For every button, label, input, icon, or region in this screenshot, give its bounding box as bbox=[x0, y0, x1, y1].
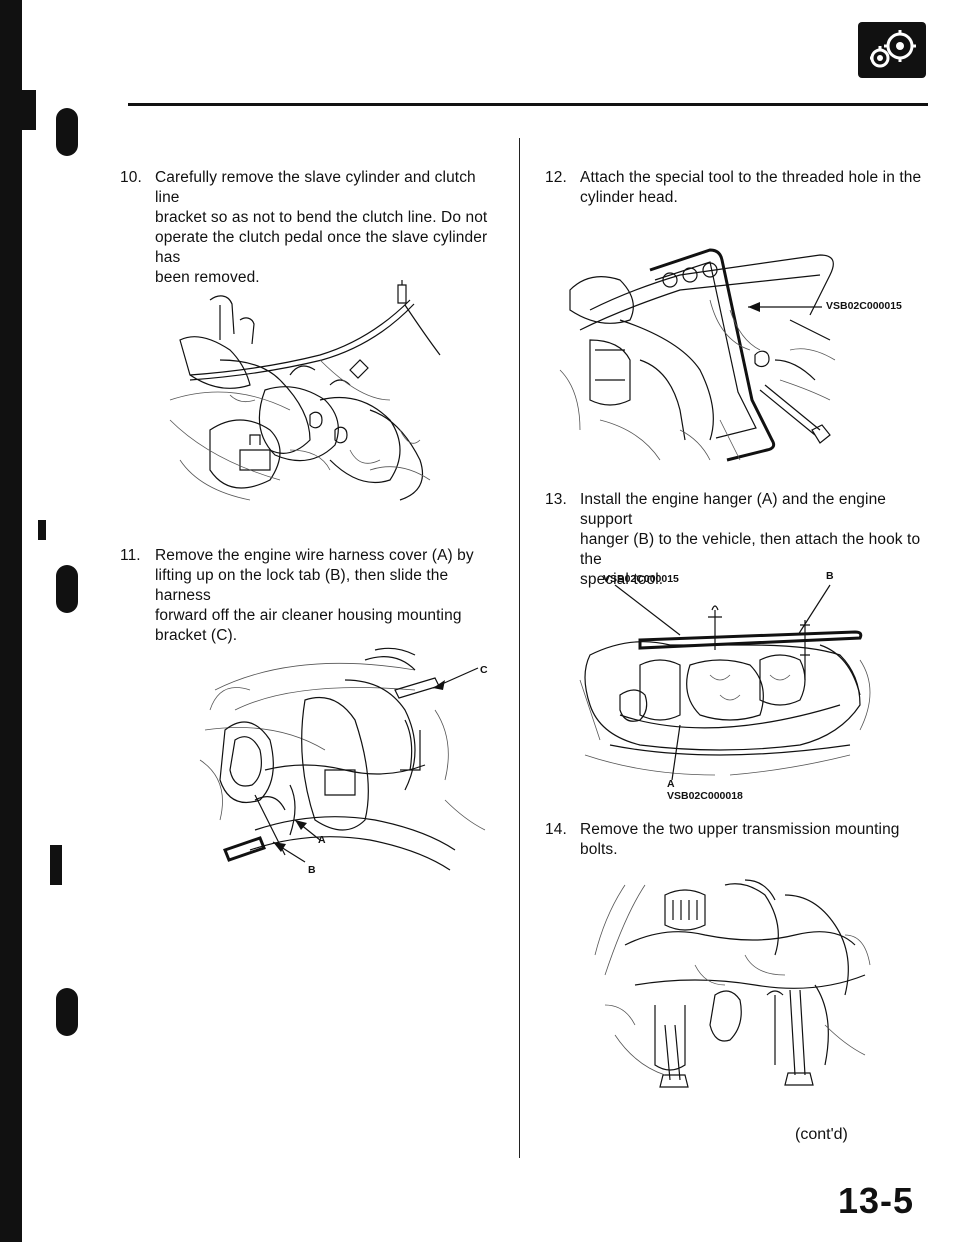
section-tab bbox=[50, 845, 62, 885]
header-rule bbox=[128, 103, 928, 106]
special-tool-attach-illustration bbox=[559, 248, 836, 462]
step-text-line: operate the clutch pedal once the slave … bbox=[155, 229, 488, 266]
gear-section-icon bbox=[858, 22, 926, 78]
section-tab bbox=[38, 520, 46, 540]
step-number: 10. bbox=[120, 169, 142, 186]
step-text-line: Install the engine hanger (A) and the en… bbox=[580, 491, 887, 528]
step-10: 10. Carefully remove the slave cylinder … bbox=[120, 168, 500, 286]
slave-cylinder-illustration bbox=[169, 280, 441, 501]
step-14: 14. Remove the two upper transmission mo… bbox=[545, 820, 925, 862]
step-text-line: Carefully remove the slave cylinder and … bbox=[155, 169, 476, 206]
registration-mark bbox=[56, 108, 78, 156]
harness-cover-illustration bbox=[199, 647, 486, 871]
step-text-line: bracket so as not to bend the clutch lin… bbox=[155, 209, 488, 226]
registration-mark bbox=[56, 988, 78, 1036]
step-text-line: bracket (C). bbox=[155, 627, 238, 644]
step-text-line: bolts. bbox=[580, 841, 618, 858]
binding-edge bbox=[0, 0, 22, 1242]
callout-label: B bbox=[308, 864, 316, 876]
step-12: 12. Attach the special tool to the threa… bbox=[545, 168, 925, 210]
step-text-line: special tool. bbox=[580, 571, 664, 588]
tool-code-label: VSB02C000018 bbox=[667, 790, 743, 802]
step-number: 14. bbox=[545, 821, 567, 838]
step-text-line: been removed. bbox=[155, 269, 260, 286]
callout-label: C bbox=[480, 664, 488, 676]
step-11: 11. Remove the engine wire harness cover… bbox=[120, 546, 505, 644]
step-text-line: lifting up on the lock tab (B), then sli… bbox=[155, 567, 449, 604]
step-number: 13. bbox=[545, 491, 567, 508]
tool-code-label: VSB02C000015 bbox=[826, 300, 902, 312]
callout-label: A bbox=[667, 778, 675, 790]
continued-note: (cont'd) bbox=[795, 1126, 848, 1143]
callout-label: A bbox=[318, 834, 326, 846]
engine-hanger-illustration bbox=[579, 584, 871, 781]
step-number: 11. bbox=[120, 547, 141, 564]
section-tab bbox=[22, 90, 36, 130]
column-divider bbox=[519, 138, 520, 1158]
transmission-bolts-illustration bbox=[594, 879, 871, 1088]
registration-mark bbox=[56, 565, 78, 613]
step-text-line: Remove the engine wire harness cover (A)… bbox=[155, 547, 474, 564]
step-text-line: Attach the special tool to the threaded … bbox=[580, 169, 922, 186]
step-text-line: Remove the two upper transmission mounti… bbox=[580, 821, 900, 838]
tool-code-label: VSB02C000015 bbox=[603, 573, 679, 585]
page-number: 13-5 bbox=[838, 1180, 915, 1221]
step-13: 13. Install the engine hanger (A) and th… bbox=[545, 490, 930, 588]
step-text-line: forward off the air cleaner housing moun… bbox=[155, 607, 462, 624]
callout-label: B bbox=[826, 570, 834, 582]
step-number: 12. bbox=[545, 169, 567, 186]
step-text-line: cylinder head. bbox=[580, 189, 678, 206]
step-text-line: hanger (B) to the vehicle, then attach t… bbox=[580, 531, 921, 568]
